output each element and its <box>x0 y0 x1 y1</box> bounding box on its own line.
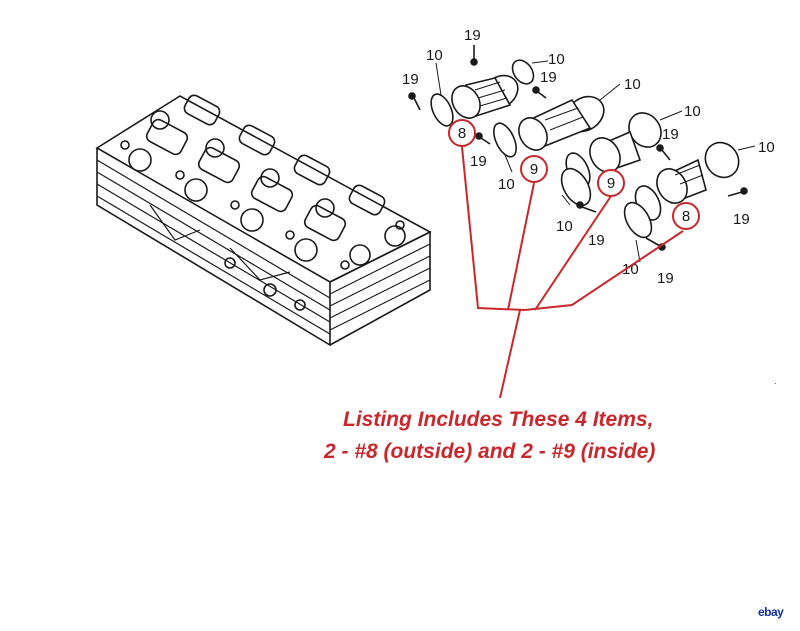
part-label-19: 19 <box>402 71 419 88</box>
holder-9-right <box>560 112 662 207</box>
part-label-19: 19 <box>733 211 750 228</box>
callout-label-9: 9 <box>607 175 615 192</box>
carb-holders-illustration <box>408 45 756 263</box>
stray-mark: · <box>774 379 777 388</box>
part-label-10: 10 <box>622 261 639 278</box>
holder-9-left <box>493 95 605 158</box>
caption-line-2: 2 - #8 (outside) and 2 - #9 (inside) <box>324 440 656 463</box>
part-leader-lines <box>435 60 756 263</box>
part-label-19: 19 <box>657 270 674 287</box>
ebay-watermark: ebay <box>758 605 784 619</box>
part-label-19: 19 <box>470 153 487 170</box>
callout-label-8: 8 <box>682 208 690 225</box>
callout-circle-8-left: 8 <box>448 119 476 147</box>
part-label-10: 10 <box>548 51 565 68</box>
part-label-19: 19 <box>540 69 557 86</box>
callout-circle-9-left: 9 <box>520 155 548 183</box>
part-number-labels: 19 10 19 10 19 10 10 19 10 19 10 19 10 1… <box>402 27 775 287</box>
callout-circle-8-right: 8 <box>672 202 700 230</box>
screws <box>408 45 748 251</box>
part-label-10: 10 <box>758 139 775 156</box>
callout-label-8: 8 <box>458 125 466 142</box>
part-label-10: 10 <box>684 103 701 120</box>
holder-8-right <box>623 141 740 239</box>
callout-circle-9-right: 9 <box>597 169 625 197</box>
callout-label-9: 9 <box>530 161 538 178</box>
holder-8-left <box>430 59 535 127</box>
part-label-19: 19 <box>464 27 481 44</box>
part-label-19: 19 <box>662 126 679 143</box>
callout-lines <box>461 146 684 399</box>
caption-line-1: Listing Includes These 4 Items, <box>343 408 654 431</box>
part-label-10: 10 <box>426 47 443 64</box>
cylinder-head-illustration <box>95 94 432 347</box>
part-label-10: 10 <box>624 76 641 93</box>
callouts: 8 9 9 8 <box>448 119 700 399</box>
part-label-19: 19 <box>588 232 605 249</box>
part-label-10: 10 <box>498 176 515 193</box>
part-label-10: 10 <box>556 218 573 235</box>
